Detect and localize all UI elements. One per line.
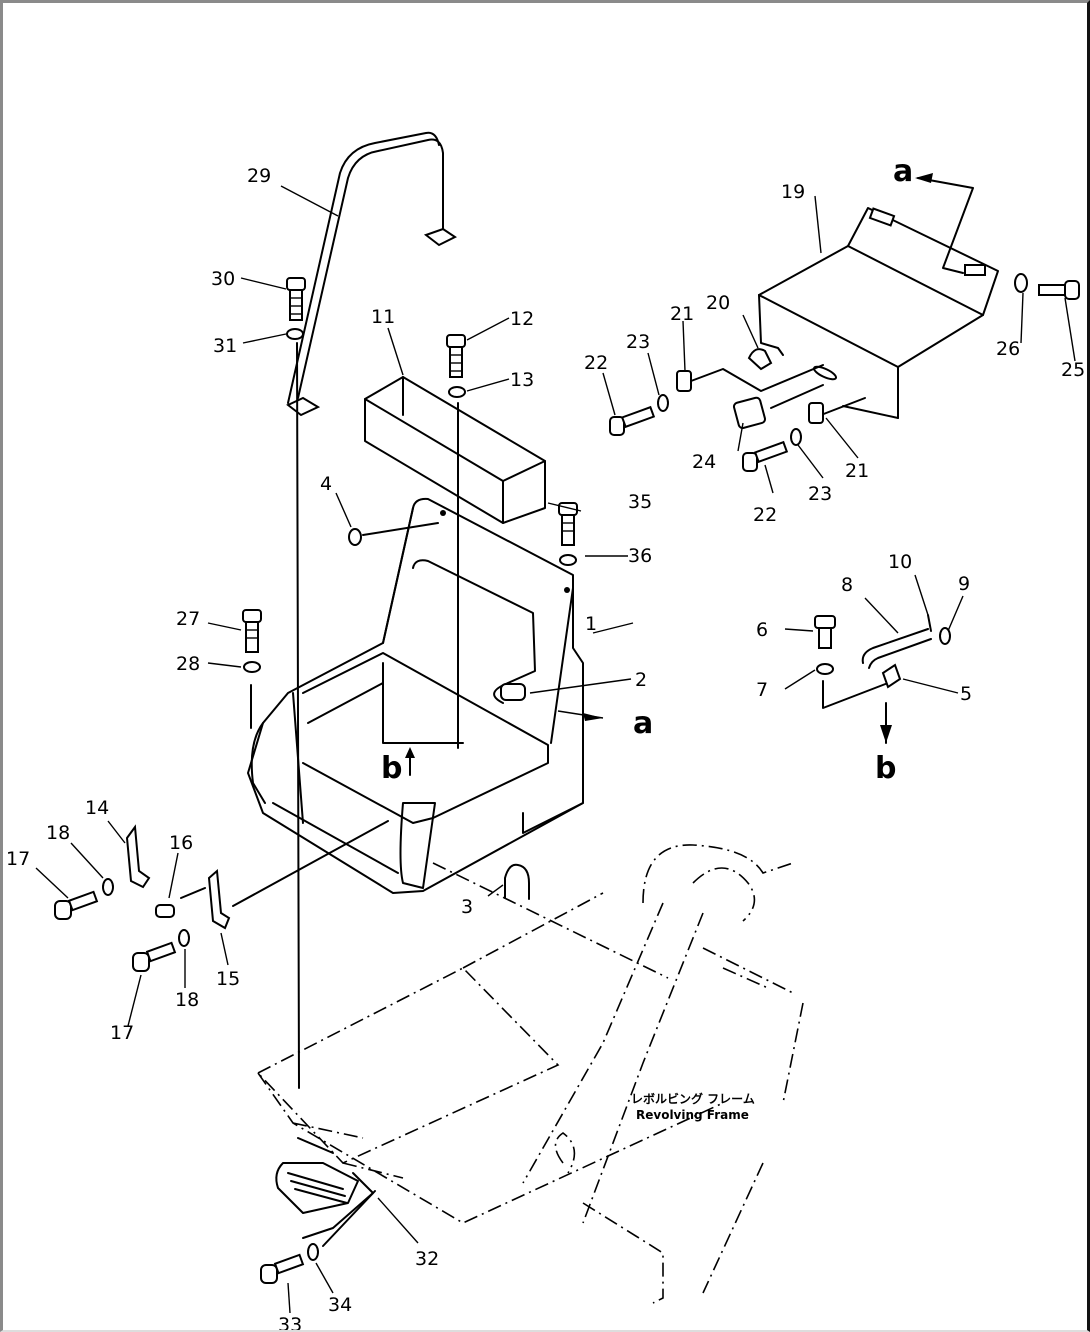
bolt-16 <box>155 904 175 918</box>
plug-4 <box>348 522 439 546</box>
washer-28 <box>243 661 261 673</box>
leader-24 <box>770 384 824 409</box>
callout-15: 15 <box>216 968 240 990</box>
leader-21a <box>690 364 824 392</box>
revolving-frame <box>256 844 804 1304</box>
arrow-up-head-icon <box>405 747 415 758</box>
view-marker-b-bottom: b <box>875 751 896 786</box>
leader-33 <box>322 1190 376 1247</box>
callout-18-top: 18 <box>46 822 70 844</box>
callout-23-bottom: 23 <box>808 483 832 505</box>
callout-6: 6 <box>756 619 768 641</box>
washer-36 <box>559 554 577 566</box>
callout-28: 28 <box>176 653 200 675</box>
callout-34: 34 <box>328 1294 352 1316</box>
callout-10: 10 <box>888 551 912 573</box>
washer-26 <box>1014 273 1028 293</box>
callout-24: 24 <box>692 451 716 473</box>
callout-13: 13 <box>510 369 534 391</box>
view-marker-b-inner: b <box>381 751 402 786</box>
callout-12: 12 <box>510 308 534 330</box>
tray-11 <box>364 376 546 524</box>
battery-box-1 <box>247 497 584 894</box>
view-markers: a a b b <box>381 154 913 786</box>
callout-2: 2 <box>635 669 647 691</box>
bolt-22b <box>742 440 789 472</box>
washer-34 <box>307 1243 319 1261</box>
bolt-17a <box>54 890 99 920</box>
callout-18-bottom: 18 <box>175 989 199 1011</box>
bolt-12 <box>446 334 466 378</box>
callout-16: 16 <box>169 832 193 854</box>
callout-22-bottom: 22 <box>753 504 777 526</box>
callouts: 1 2 3 4 5 6 7 8 9 10 11 12 13 14 15 16 1… <box>6 165 1085 1332</box>
bolt-35 <box>558 502 578 546</box>
callout-30: 30 <box>211 268 235 290</box>
bolt-33 <box>260 1253 305 1284</box>
leader-lines <box>35 185 1076 1314</box>
bracket-15 <box>207 868 231 930</box>
leader-16 <box>180 887 206 899</box>
callout-23-top: 23 <box>626 331 650 353</box>
washer-23b <box>790 428 802 446</box>
callout-32: 32 <box>415 1248 439 1270</box>
view-marker-a-side: a <box>633 706 653 741</box>
callout-5: 5 <box>960 683 972 705</box>
caption-japanese: レボルビング フレーム <box>631 1091 755 1106</box>
callout-1: 1 <box>585 613 597 635</box>
callout-14: 14 <box>85 797 109 819</box>
step-32 <box>275 1137 374 1239</box>
washer-13 <box>448 386 466 398</box>
callout-17-bottom: 17 <box>110 1022 134 1044</box>
caption-english: Revolving Frame <box>636 1108 749 1122</box>
callout-26: 26 <box>996 338 1020 360</box>
callout-22-top: 22 <box>584 352 608 374</box>
callout-25: 25 <box>1061 359 1085 381</box>
callout-35: 35 <box>628 491 652 513</box>
parts-diagram: 1 2 3 4 5 6 7 8 9 10 11 12 13 14 15 16 1… <box>6 131 1085 1332</box>
callout-36: 36 <box>628 545 652 567</box>
view-arrow-a-top <box>915 173 974 274</box>
bolt-25 <box>1038 280 1080 300</box>
callout-9: 9 <box>958 573 970 595</box>
callout-17-top: 17 <box>6 848 30 870</box>
callout-21-top: 21 <box>670 303 694 325</box>
clip-3 <box>504 863 530 900</box>
callout-3: 3 <box>461 896 473 918</box>
washer-18b <box>178 929 190 947</box>
latch-20 <box>747 348 773 371</box>
mount-centerline <box>296 342 300 1089</box>
callout-20: 20 <box>706 292 730 314</box>
callout-27: 27 <box>176 608 200 630</box>
callout-11: 11 <box>371 306 395 328</box>
view-marker-a-top: a <box>893 154 913 189</box>
handrail <box>286 131 457 417</box>
callout-21-bottom: 21 <box>845 460 869 482</box>
clip-21a <box>676 370 692 392</box>
bracket-14 <box>125 824 151 889</box>
callout-33: 33 <box>278 1314 302 1332</box>
bolt-17b <box>132 941 177 972</box>
callout-29: 29 <box>247 165 271 187</box>
washer-18a <box>102 878 114 896</box>
step-bracket <box>814 614 951 744</box>
cover-19 <box>758 207 999 419</box>
bolt-27 <box>242 609 262 653</box>
leader-15 <box>232 820 389 907</box>
washer-23a <box>657 394 669 412</box>
clip-21b <box>808 402 824 424</box>
callout-4: 4 <box>320 473 332 495</box>
callout-8: 8 <box>841 574 853 596</box>
bolt-30 <box>286 277 306 321</box>
washer-31 <box>286 328 304 340</box>
callout-19: 19 <box>781 181 805 203</box>
bolt-22a <box>609 405 656 436</box>
lock-24 <box>732 396 766 430</box>
leader-21b <box>820 397 866 416</box>
callout-7: 7 <box>756 679 768 701</box>
callout-31: 31 <box>213 335 237 357</box>
